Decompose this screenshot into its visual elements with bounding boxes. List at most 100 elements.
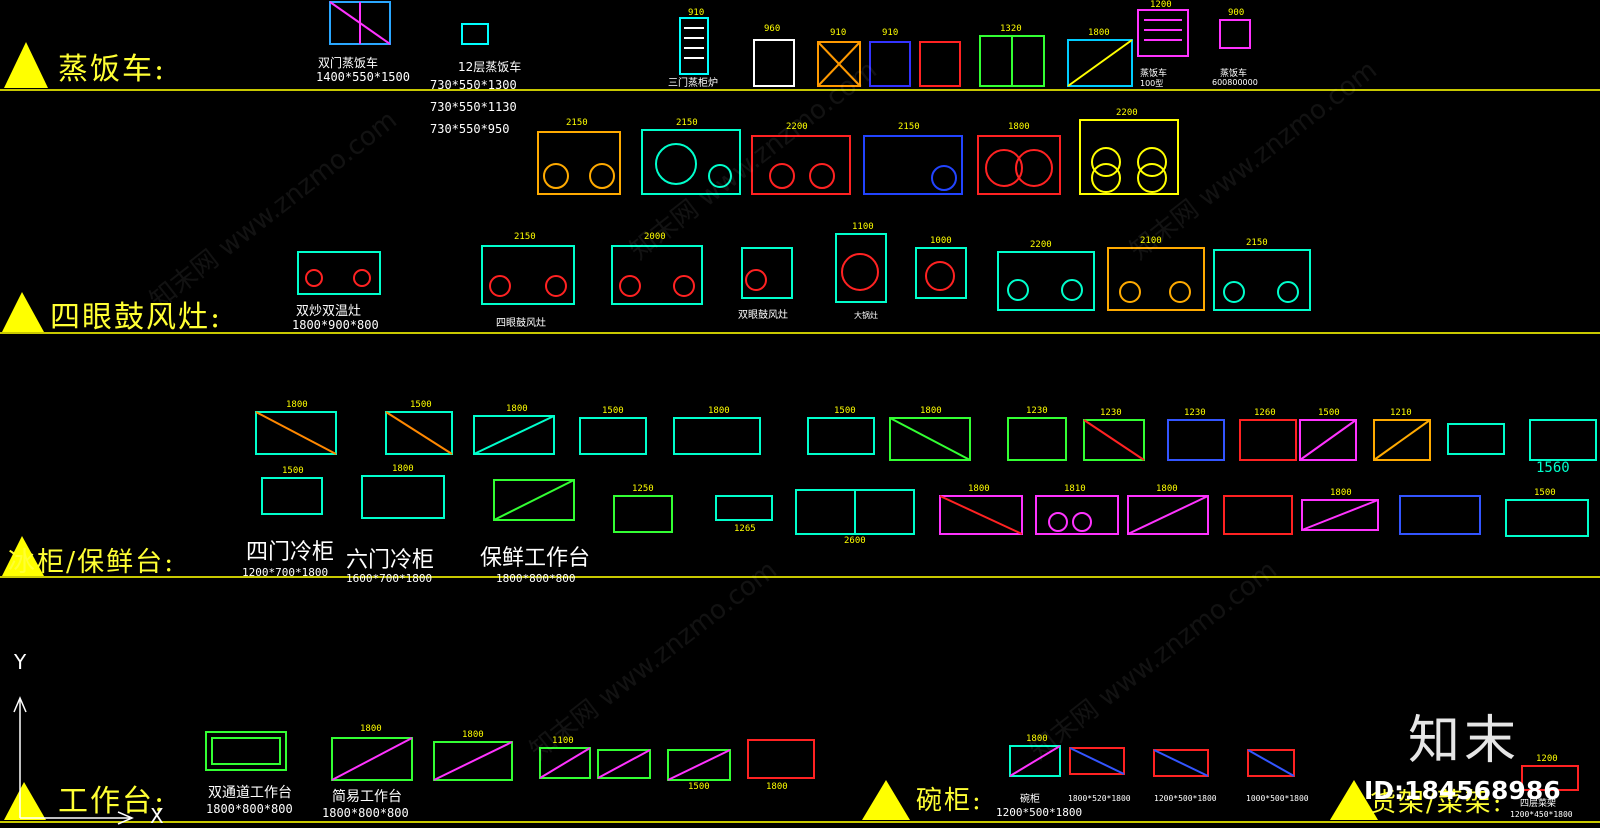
fridge-27: [1505, 499, 1589, 537]
label-twelve-layer-size-3: 730*550*950: [430, 122, 510, 136]
fridge-2: [385, 411, 453, 455]
stove-row-top: [537, 119, 1179, 195]
stove-row-bottom: [297, 233, 1311, 311]
dim-g4: 1265: [734, 524, 756, 534]
triangle-marker-5: [862, 780, 910, 820]
dim-f10: 1230: [1184, 408, 1206, 418]
fridge-3: [473, 415, 555, 455]
fridge-9: [1083, 419, 1145, 461]
dim-c6: 1800: [1088, 28, 1110, 38]
label-twelve-layer-size-2: 730*550*1130: [430, 100, 517, 114]
fridge-13: [1373, 419, 1431, 461]
four-eye-stove-1: [481, 245, 575, 305]
dim-e1: 2150: [514, 232, 536, 242]
dim-f1: 1800: [286, 400, 308, 410]
fridge-24: [1223, 495, 1293, 535]
stove-yellow-2: [1079, 119, 1179, 195]
fresh-table: [493, 479, 575, 521]
label-dual-stove: 双炒双温灶: [296, 304, 362, 319]
steam-unit-blue: [869, 41, 911, 87]
dim-e6: 2100: [1140, 236, 1162, 246]
dim-d4: 2150: [898, 122, 920, 132]
simple-table-6: [747, 739, 815, 779]
fridge-row-bottom: [261, 475, 1589, 537]
label-fresh-table: 保鲜工作台: [480, 546, 591, 571]
label-simple-table-size: 1800*800*800: [322, 806, 409, 820]
fridge-10: [1167, 419, 1225, 461]
simple-table-5: [667, 749, 731, 781]
dim-d5: 1800: [1008, 122, 1030, 132]
label-twelve-layer-cart: 12层蒸饭车: [458, 60, 522, 74]
fridge-row-top: [255, 411, 1597, 461]
stove-cyan-1: [641, 129, 741, 195]
vegetable-shelf: [1521, 765, 1579, 791]
triangle-marker-3: [2, 536, 44, 576]
label-four-eye-stove: 四眼鼓风灶: [496, 318, 546, 329]
dim-h1: 1800: [360, 724, 382, 734]
dim-c4: 910: [882, 28, 899, 38]
brand-logo: 知末: [1408, 711, 1521, 771]
label-cab-sub-2: 1200*500*1800: [1154, 794, 1217, 803]
dim-e4: 1000: [930, 236, 952, 246]
two-eye-stove: [741, 247, 793, 299]
fridge-21: [939, 495, 1023, 535]
dim-f9: 1230: [1100, 408, 1122, 418]
section-separators: [0, 89, 1600, 823]
workbench-row: [205, 731, 815, 781]
fridge-7: [889, 417, 971, 461]
section-title-shelf: 货架/菜架:: [1370, 788, 1504, 818]
dim-f12: 1500: [1318, 408, 1340, 418]
dim-h2: 1800: [462, 730, 484, 740]
steam-cart-row: [329, 1, 1251, 87]
label-bowl-cabinet: 碗柜: [1020, 794, 1040, 805]
stove-red-2: [977, 135, 1061, 195]
fridge-26: [1399, 495, 1481, 535]
fridge-1: [255, 411, 337, 455]
three-door-cabinet: [679, 17, 709, 75]
fridge-23: [1127, 495, 1209, 535]
label-six-door-size: 1600*700*1800: [346, 572, 433, 585]
dim-d6: 2200: [1116, 108, 1138, 118]
dim-f6: 1500: [834, 406, 856, 416]
cabinet-row: [1009, 745, 1579, 791]
label-dual-stove-size: 1800*900*800: [292, 318, 379, 332]
dual-stove: [297, 251, 381, 295]
simple-table-3: [539, 747, 591, 779]
fridge-11: [1239, 419, 1297, 461]
stove-yellow-1: [537, 131, 621, 195]
fridge-6: [807, 417, 875, 455]
dim-c1: 910: [688, 8, 705, 18]
steam-cart-12-layer: [461, 23, 489, 45]
triangle-marker-6: [1330, 780, 1378, 820]
label-double-door-cart-size: 1400*550*1500: [316, 70, 410, 84]
dim-e5: 2200: [1030, 240, 1052, 250]
section-title-workbench: 工作台:: [58, 784, 167, 819]
dim-c5: 1320: [1000, 24, 1022, 34]
axis-label-x: X: [150, 804, 164, 828]
label-cab-sub-1: 1800*520*1800: [1068, 794, 1131, 803]
steam-unit-white: [753, 39, 795, 87]
fridge-19: [715, 495, 773, 521]
fridge-15: [1529, 419, 1597, 461]
steam-unit-magenta: [1137, 9, 1189, 57]
dim-f2: 1500: [410, 400, 432, 410]
dim-g3: 1250: [632, 484, 654, 494]
stove-yellow-3: [1107, 247, 1205, 311]
label-steam-cart-small2: 蒸饭车: [1220, 69, 1248, 79]
dim-g9: 1800: [1330, 488, 1352, 498]
label-cab-sub-3: 1000*500*1800: [1246, 794, 1309, 803]
label-shelf: 四层菜架: [1520, 799, 1557, 809]
bowl-cabinet-2: [1069, 747, 1125, 775]
dim-c8: 900: [1228, 8, 1245, 18]
dim-f4: 1500: [602, 406, 624, 416]
label-fresh-table-size: 1800*800*800: [496, 572, 576, 585]
triangle-marker-1: [4, 42, 48, 88]
stove-blue-1: [863, 135, 963, 195]
ucs-axis-icon: [13, 696, 134, 825]
dim-h4: 1500: [688, 782, 710, 792]
stove-cyan-3: [1213, 249, 1311, 311]
label-steam-cart-small2-sub: 600800000: [1212, 78, 1258, 87]
dim-c9: 1800: [1026, 734, 1048, 744]
section-title-steam-cart: 蒸饭车:: [58, 52, 167, 87]
